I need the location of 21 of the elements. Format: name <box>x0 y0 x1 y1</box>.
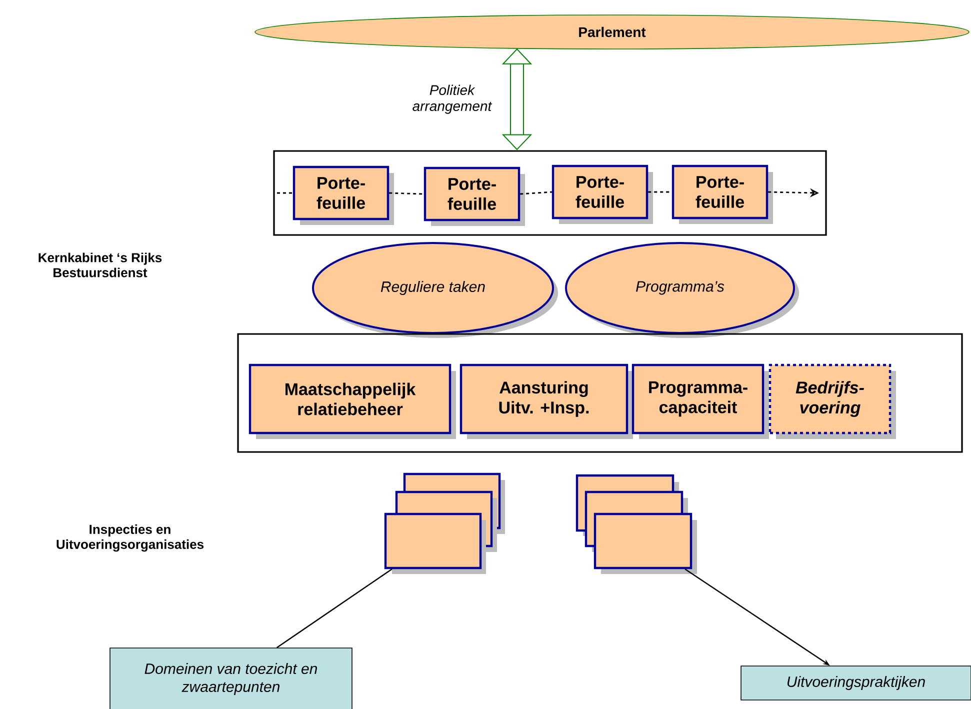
organisation-box <box>384 512 486 574</box>
portfolio-box: Porte- feuille <box>292 166 394 225</box>
ellipse-node: Reguliere taken <box>312 242 558 338</box>
group-frame <box>237 333 963 453</box>
portfolio-box: Porte- feuille <box>552 164 653 224</box>
portfolio-box: Porte- feuille <box>672 164 773 224</box>
leader-line <box>276 568 392 648</box>
side-label: Inspecties en Uitvoeringsorganisaties <box>56 524 204 552</box>
ellipse-node: Parlement <box>254 14 970 50</box>
portfolio-box: Porte- feuille <box>424 166 525 226</box>
side-label: Kernkabinet ‘s Rijks Bestuursdienst <box>38 252 162 278</box>
function-box: Aansturing Uitv. +Insp. <box>460 364 633 439</box>
function-box: Bedrijfs- voering <box>768 364 896 439</box>
note-box: Domeinen van toezicht en zwaartepunten <box>110 648 352 709</box>
edge-label: Politiek arrangement <box>412 84 492 114</box>
group-frame <box>273 150 827 236</box>
organisation-box <box>594 512 697 574</box>
function-box: Programma- capaciteit <box>632 364 769 439</box>
function-box: Maatschappelijk relatiebeheer <box>248 364 456 439</box>
note-box: Uitvoeringspraktijken <box>740 666 971 700</box>
ellipse-node: Programma’s <box>565 242 799 338</box>
